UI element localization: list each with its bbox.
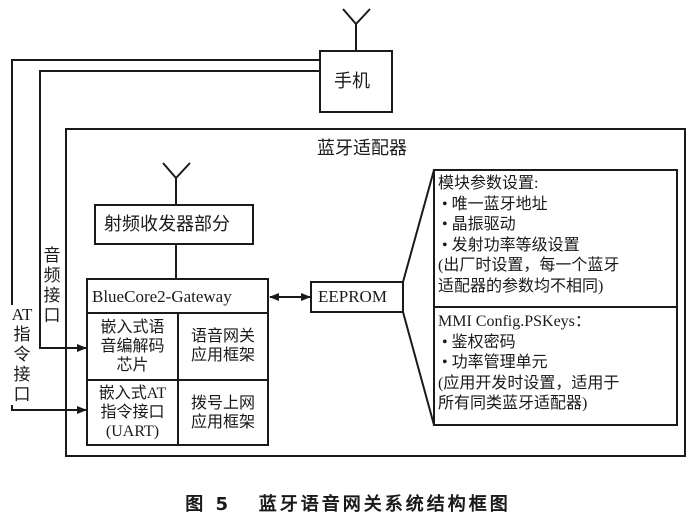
cell-line: (UART) [105, 423, 160, 440]
label-char: 音 [43, 246, 61, 265]
cell-line: 拨号上网 [190, 395, 255, 412]
module-params-note: (出厂时设置，每一个蓝牙 [438, 257, 620, 274]
module-params-item: • 晶振驱动 [438, 215, 619, 236]
chip-cell-at-interface: 嵌入式AT 指令接口 (UART) [87, 384, 178, 441]
at-interface-label: AT 指 令 接 口 [8, 305, 36, 405]
label-char: AT [11, 305, 33, 324]
bullet-icon: • [442, 216, 448, 233]
chip-cell-voice-codec: 嵌入式语 音编解码 芯片 [87, 318, 178, 375]
adapter-label: 蓝牙适配器 [317, 138, 407, 158]
mmi-config-box [433, 306, 678, 426]
mmi-config-note: 所有同类蓝牙适配器) [438, 395, 588, 412]
cell-line: 音编解码 [100, 338, 165, 355]
mmi-config-text: MMI Config.PSKeys： • 鉴权密码 • 功率管理单元 (应用开发… [438, 312, 619, 415]
eeprom-box [310, 281, 404, 313]
cell-line: 指令接口 [100, 404, 165, 421]
cell-line: 嵌入式语 [100, 319, 165, 336]
item-text: 晶振驱动 [451, 216, 516, 233]
item-text: 鉴权密码 [451, 333, 516, 351]
audio-interface-label: 音 频 接 口 [42, 246, 62, 326]
rf-box [94, 204, 254, 245]
module-params-item: • 唯一蓝牙地址 [438, 195, 619, 216]
phone-label: 手机 [334, 71, 370, 92]
mmi-config-item: • 功率管理单元 [438, 353, 619, 374]
adapter-box [65, 128, 686, 457]
label-char: 口 [43, 306, 61, 325]
label-char: 令 [13, 345, 31, 364]
label-char: 指 [13, 325, 31, 344]
chip-title: BlueCore2-Gateway [92, 287, 232, 306]
rf-antenna-icon [162, 162, 191, 205]
item-text: 发射功率等级设置 [451, 236, 580, 254]
phone-box [319, 50, 393, 113]
bullet-icon: • [442, 236, 448, 254]
label-char: 频 [43, 266, 61, 285]
label-char: 接 [13, 365, 31, 384]
module-params-note: 适配器的参数均不相同) [438, 277, 604, 295]
label-char: 接 [43, 286, 61, 305]
mmi-config-note: (应用开发时设置，适用于 [438, 374, 620, 392]
phone-antenna-icon [342, 8, 371, 51]
chip-cell-voice-gateway: 语音网关 应用框架 [178, 327, 268, 365]
audio-interface-line [39, 70, 320, 352]
eeprom-label: EEPROM [318, 287, 387, 306]
cell-line: 应用框架 [190, 414, 255, 431]
module-params-text: 模块参数设置: • 唯一蓝牙地址 • 晶振驱动 • 发射功率等级设置 (出厂时设… [438, 174, 619, 297]
rf-label: 射频收发器部分 [104, 214, 230, 234]
module-params-item: • 发射功率等级设置 [438, 236, 619, 257]
cell-line: 芯片 [116, 357, 149, 374]
item-text: 唯一蓝牙地址 [451, 195, 548, 213]
label-char: 口 [13, 385, 31, 404]
at-interface-line [11, 59, 320, 414]
bullet-icon: • [442, 354, 448, 371]
figure-caption: 图 5 蓝牙语音网关系统结构框图 [0, 490, 696, 516]
mmi-config-item: • 鉴权密码 [438, 333, 619, 354]
bullet-icon: • [442, 333, 448, 351]
item-text: 功率管理单元 [451, 354, 548, 371]
cell-line: 应用框架 [190, 347, 255, 364]
mmi-config-title: MMI Config.PSKeys： [438, 313, 591, 330]
cell-line: 嵌入式AT [98, 385, 167, 402]
bullet-icon: • [442, 195, 448, 213]
chip-cell-dialup: 拨号上网 应用框架 [178, 394, 268, 432]
cell-line: 语音网关 [190, 328, 255, 345]
figure-number: 图 5 [185, 494, 231, 515]
module-params-title: 模块参数设置: [438, 175, 539, 192]
figure-title: 蓝牙语音网关系统结构框图 [258, 494, 511, 515]
